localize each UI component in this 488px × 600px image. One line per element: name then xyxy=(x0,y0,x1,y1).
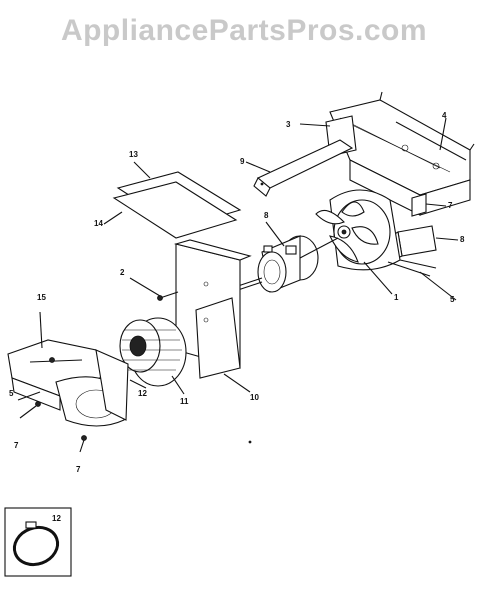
callout-7-bottom: 7 xyxy=(76,465,81,474)
callout-7-left: 7 xyxy=(14,441,19,450)
callout-4: 4 xyxy=(442,111,447,120)
watermark-logo: AppliancePartsPros.com xyxy=(60,14,428,47)
callout-12-wheel: 12 xyxy=(138,389,147,398)
fan-blade xyxy=(315,201,393,295)
callout-12-inset: 12 xyxy=(52,514,61,523)
callout-11: 11 xyxy=(180,397,189,406)
callout-3: 3 xyxy=(286,120,291,129)
screw-lower-center xyxy=(79,435,87,453)
mounting-strap xyxy=(245,139,354,197)
clip-upper-right xyxy=(411,193,447,217)
partition-panel xyxy=(173,239,252,393)
top-panel xyxy=(103,161,242,239)
callout-1: 1 xyxy=(394,293,399,302)
fan-motor xyxy=(231,221,339,293)
screw-lower-left xyxy=(19,401,41,419)
inset-clamp-detail xyxy=(4,507,72,577)
blower-wheel xyxy=(119,317,187,395)
blower-housing xyxy=(7,311,129,427)
callout-13: 13 xyxy=(129,150,138,159)
callout-14: 14 xyxy=(94,219,103,228)
screw-left xyxy=(129,277,179,301)
callout-5-shroud: 5 xyxy=(450,295,455,304)
callout-5-housing: 5 xyxy=(9,389,14,398)
callout-15: 15 xyxy=(37,293,46,302)
callout-8-motor: 8 xyxy=(264,211,269,220)
callout-7-upper: 7 xyxy=(448,201,453,210)
callout-8-bracket: 8 xyxy=(460,235,465,244)
callout-9: 9 xyxy=(240,157,245,166)
callout-10: 10 xyxy=(250,393,259,402)
callout-2: 2 xyxy=(120,268,125,277)
